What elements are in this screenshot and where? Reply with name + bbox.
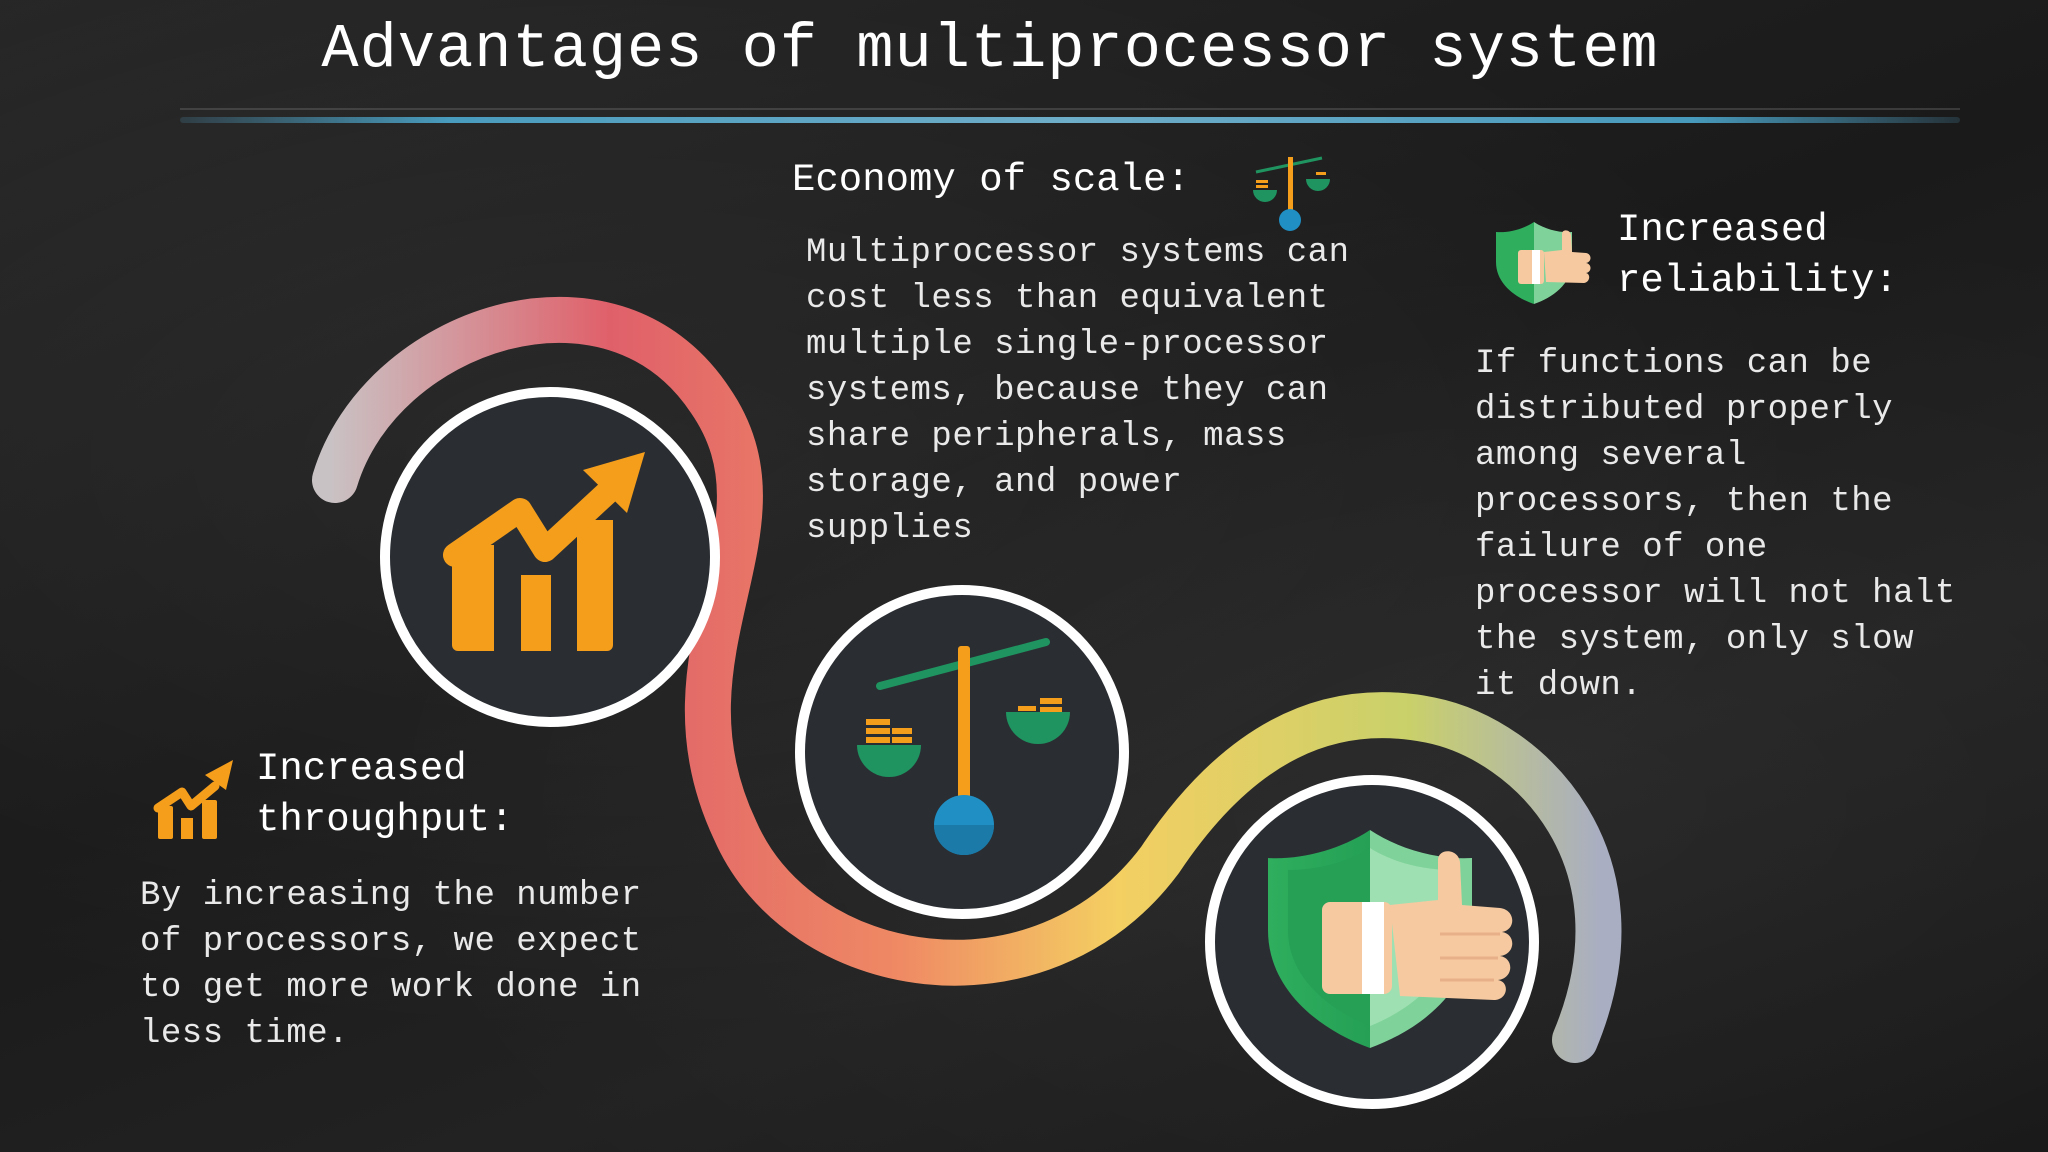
flow-ribbon	[312, 296, 1622, 1063]
throughput-circle	[380, 387, 720, 727]
economy-description: Multiprocessor systems can cost less tha…	[806, 234, 1350, 548]
balance-scale-icon	[857, 638, 1070, 855]
economy-circle	[795, 585, 1129, 919]
reliability-heading-line2: reliability:	[1617, 259, 1898, 303]
page-title: Advantages of multiprocessor system	[321, 14, 1659, 85]
shield-thumbs-up-icon-small	[1496, 222, 1591, 304]
growth-chart-icon-small	[153, 760, 233, 839]
economy-heading: Economy of scale:	[792, 158, 1190, 202]
title-divider-shadow	[180, 108, 1960, 110]
throughput-heading-line1: Increased	[256, 747, 467, 791]
growth-chart-icon	[443, 452, 645, 651]
title-divider	[180, 117, 1960, 123]
reliability-circle	[1205, 775, 1539, 1109]
throughput-heading-line2: throughput:	[256, 798, 514, 842]
shield-thumbs-up-icon	[1268, 830, 1513, 1048]
reliability-description: If functions can be distributed properly…	[1475, 345, 1956, 705]
throughput-description: By increasing the number of processors, …	[140, 877, 642, 1053]
reliability-heading-line1: Increased	[1617, 208, 1828, 252]
balance-scale-icon-small	[1253, 156, 1330, 231]
